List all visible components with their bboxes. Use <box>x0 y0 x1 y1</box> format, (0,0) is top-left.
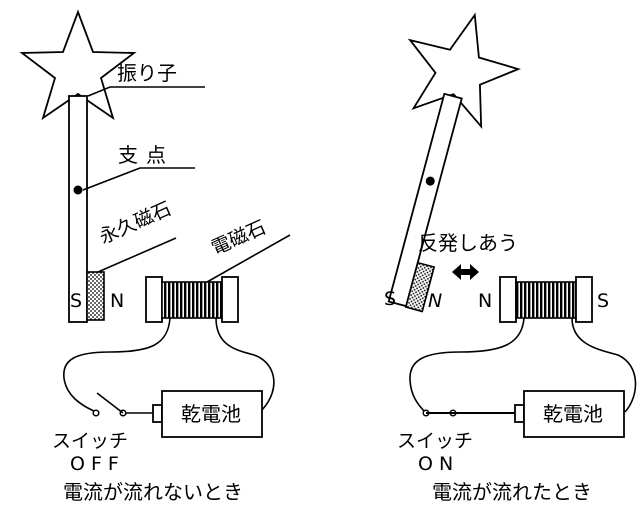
right-battery-terminal <box>514 404 525 423</box>
right-caption: 電流が流れたとき <box>432 480 592 504</box>
left-coil-body <box>161 281 223 319</box>
left-switch-contact-1 <box>92 409 100 417</box>
right-magnet-pole-n: N <box>428 290 442 312</box>
left-coil-plate-right <box>221 276 239 323</box>
left-switch-label: スイッチ <box>52 430 128 452</box>
left-battery-terminal <box>152 404 163 423</box>
right-magnet-pole-s: S <box>384 288 396 310</box>
left-switch-lever <box>96 392 124 414</box>
left-pole-n: N <box>110 290 124 312</box>
left-star-icon <box>19 9 137 121</box>
right-switch-label: スイッチ <box>397 430 473 452</box>
left-pole-s: S <box>70 290 82 312</box>
right-coil-pole-s: S <box>597 290 609 312</box>
right-pendulum <box>387 12 521 313</box>
right-coil-pole-n: N <box>478 290 492 312</box>
left-battery <box>161 390 263 438</box>
left-wire-right <box>215 317 275 411</box>
right-switch-state: ON <box>418 453 459 475</box>
fulcrum-label: 支点 <box>118 143 174 167</box>
right-battery-label: 乾電池 <box>543 402 603 426</box>
left-panel: 振り子 支点 永久磁石 電磁石 S N 乾電池 スイッチ OFF 電流が流れない… <box>19 9 291 504</box>
repel-label: 反発しあう <box>418 231 518 255</box>
electromagnet-leader-line <box>206 234 291 283</box>
right-wire-left <box>409 317 525 414</box>
left-permanent-magnet <box>86 271 105 321</box>
pendulum-leader-line <box>87 86 205 97</box>
electromagnet-label: 電磁石 <box>208 216 269 259</box>
permanent-magnet-leader-line <box>97 237 177 273</box>
left-pendulum-rod <box>68 95 88 323</box>
right-permanent-magnet <box>404 261 436 313</box>
right-coil-body <box>515 281 577 319</box>
repel-arrow-icon <box>452 264 479 280</box>
left-wire-left <box>63 317 171 413</box>
right-battery <box>523 390 625 438</box>
right-fulcrum-dot <box>425 176 435 186</box>
fulcrum-leader-line <box>82 167 195 191</box>
right-coil-plate-right <box>575 276 593 323</box>
left-battery-label: 乾電池 <box>181 402 241 426</box>
left-fulcrum-dot <box>73 185 83 195</box>
right-wire-right <box>571 317 637 413</box>
right-star-icon <box>407 12 521 129</box>
right-coil-plate-left <box>499 276 517 323</box>
left-coil-plate-left <box>145 276 163 323</box>
right-pendulum-rod <box>387 92 463 308</box>
right-panel: S N 反発しあう N S 乾電池 スイッチ ON 電流が流れたとき <box>384 12 637 504</box>
left-switch-state: OFF <box>70 453 125 475</box>
permanent-magnet-label: 永久磁石 <box>96 198 174 249</box>
pendulum-label: 振り子 <box>117 61 177 85</box>
left-caption: 電流が流れないとき <box>63 480 243 504</box>
